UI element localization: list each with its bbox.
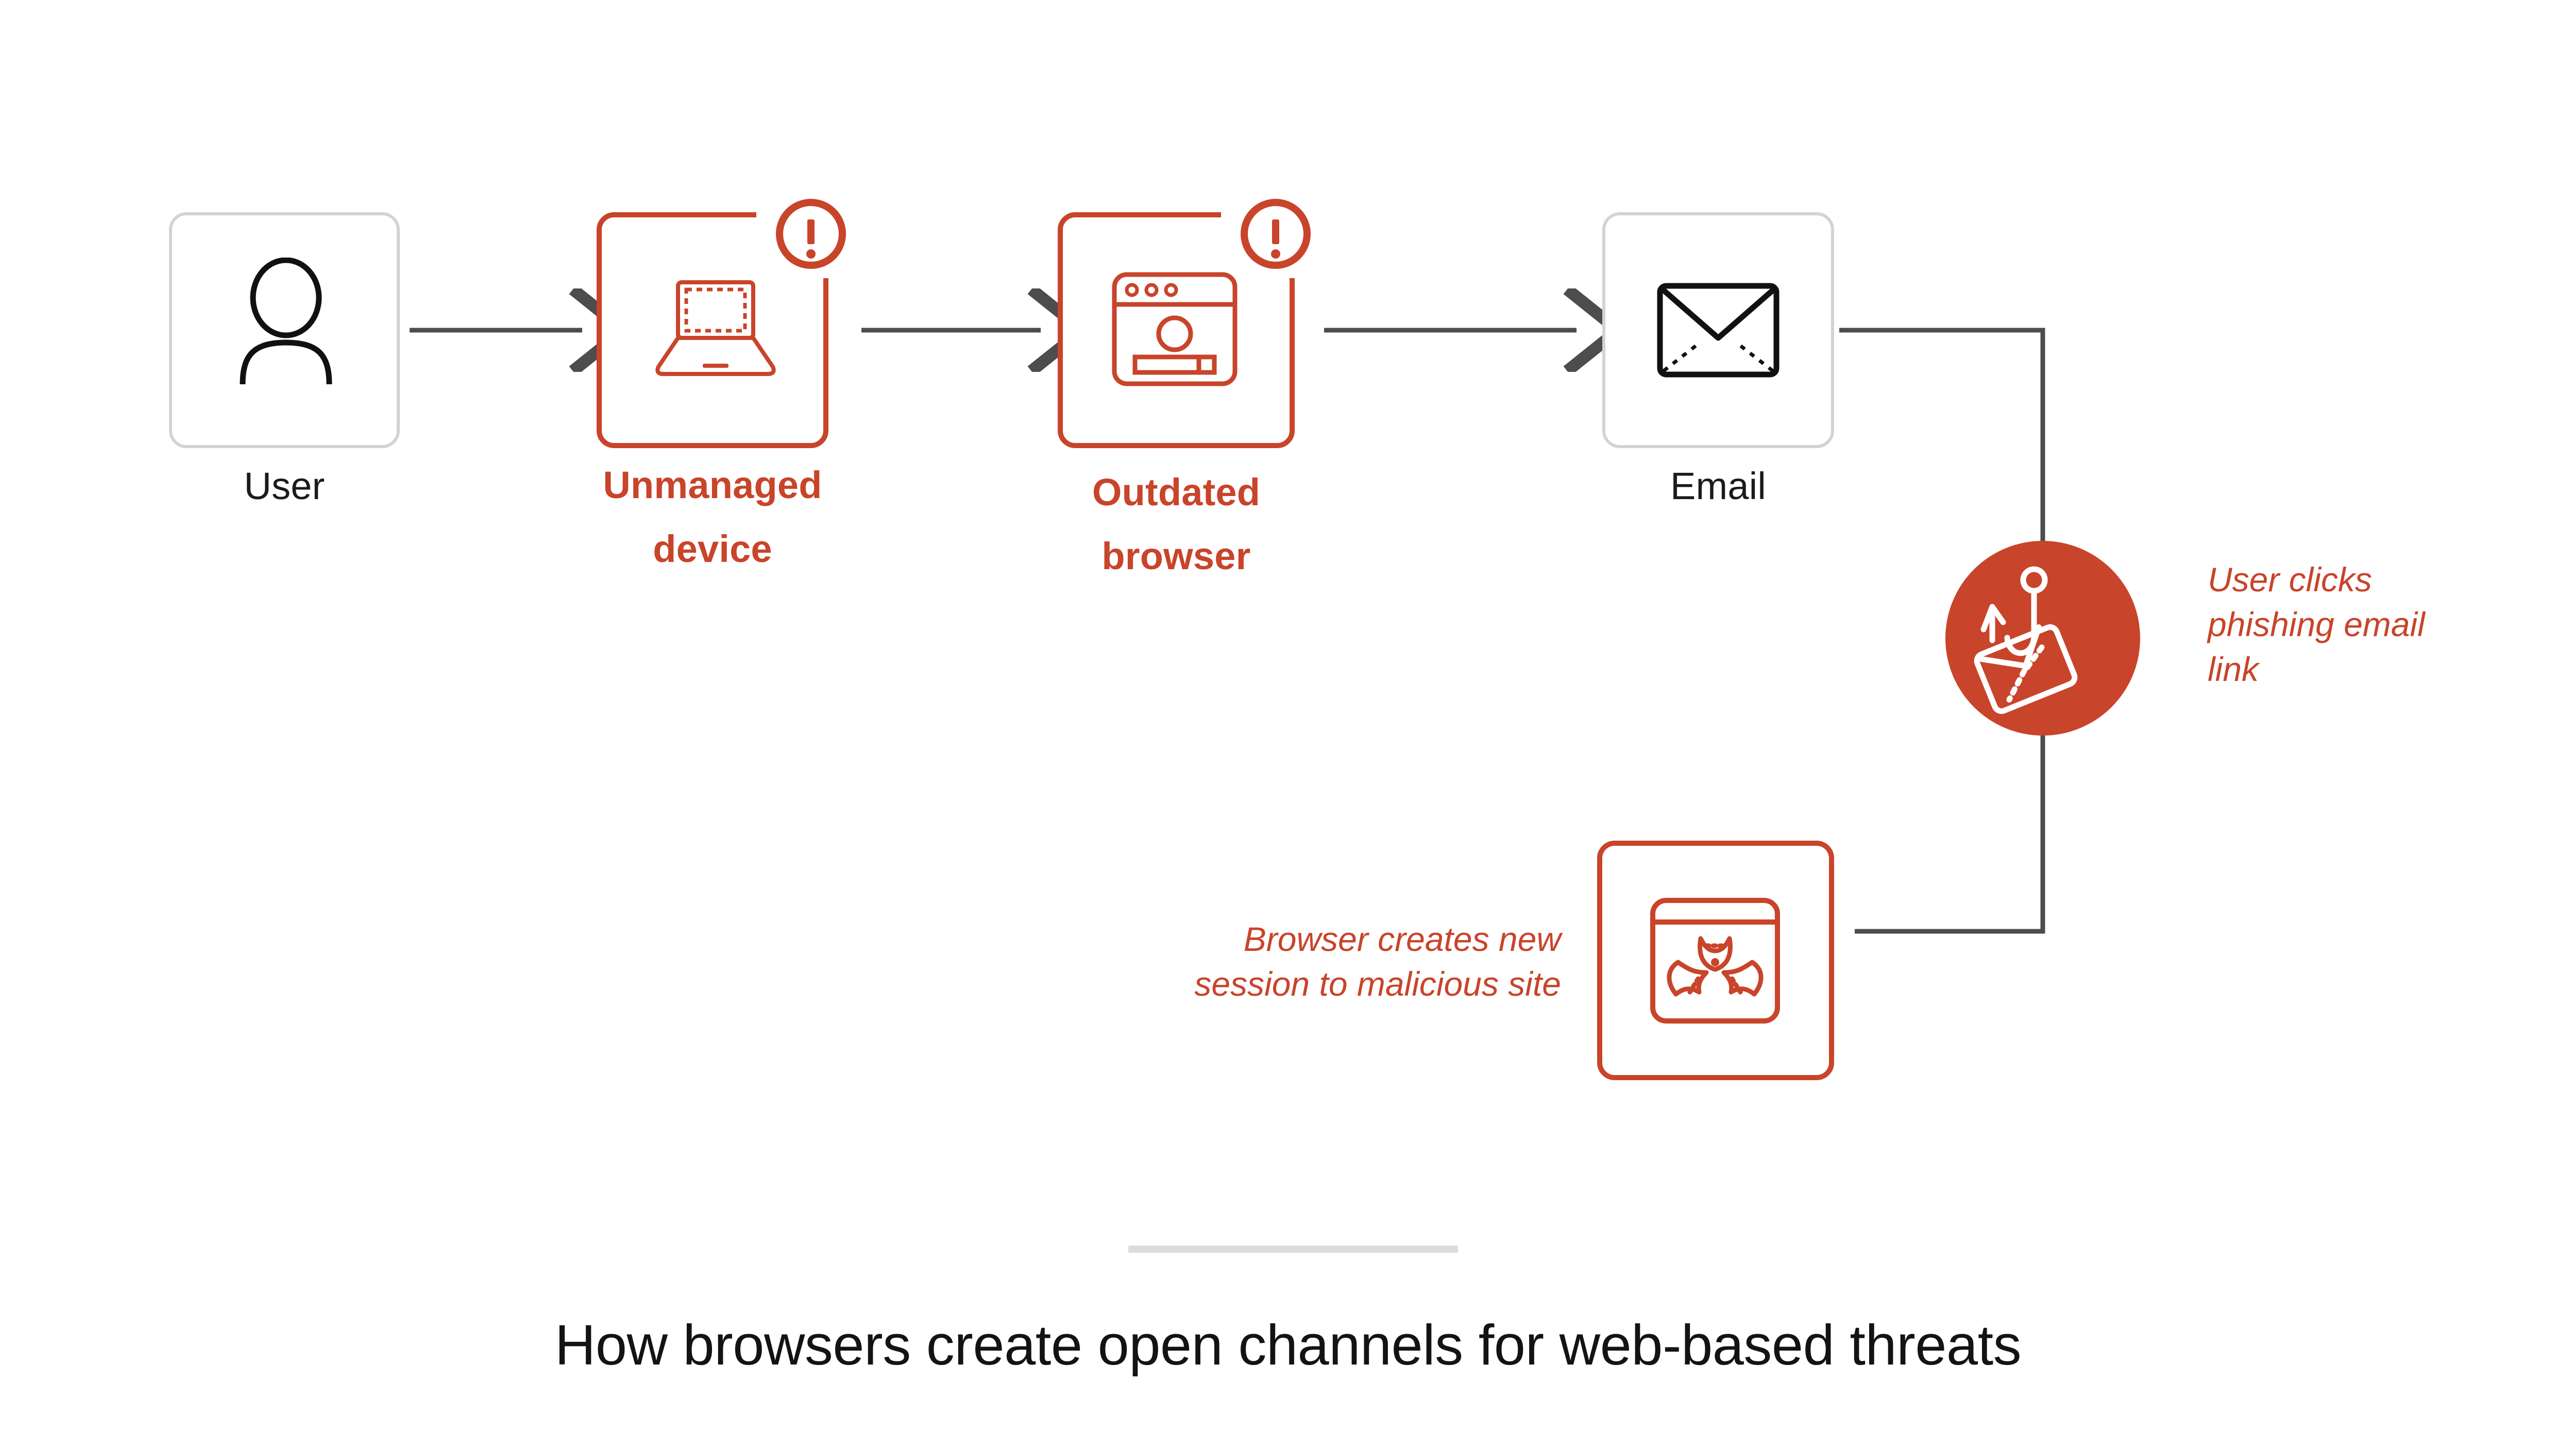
node-email-label: Email (1670, 465, 1767, 507)
phishing-hook-envelope-icon (1945, 541, 2140, 736)
laptop-icon (648, 278, 782, 384)
browser-window-icon (1110, 270, 1239, 391)
badge-dot (806, 249, 816, 259)
node-user-box[interactable] (169, 212, 400, 448)
annotation-phishing-click-line2: phishing email (2208, 605, 2425, 644)
node-email-box[interactable] (1602, 212, 1834, 448)
badge-bang (1272, 219, 1279, 244)
annotation-new-session-line1: Browser creates new (1243, 920, 1561, 958)
annotation-phishing-click: User clicks phishing email link (2208, 557, 2527, 692)
envelope-icon (1656, 282, 1780, 381)
section-divider (1128, 1246, 1458, 1253)
annotation-new-session-line2: session to malicious site (1194, 965, 1561, 1003)
annotation-phishing-click-line1: User clicks (2208, 560, 2372, 599)
person-icon (222, 257, 350, 394)
biohazard-browser-icon (1649, 896, 1782, 1028)
node-user-label: User (244, 465, 325, 507)
node-unmanaged-device-label-line1: Unmanaged (603, 464, 822, 506)
page-title: How browsers create open channels for we… (554, 1314, 2022, 1377)
node-outdated-browser-label-line2: browser (1101, 535, 1251, 577)
node-unmanaged-device-label-line2: device (653, 527, 772, 570)
annotation-new-session: Browser creates new session to malicious… (1005, 917, 1561, 1007)
exclamation-circle-icon-2 (1241, 199, 1311, 269)
badge-bang (807, 219, 815, 244)
badge-dot (1271, 249, 1280, 259)
node-outdated-browser-label-line1: Outdated (1092, 471, 1261, 514)
annotation-phishing-click-line3: link (2208, 650, 2259, 689)
exclamation-circle-icon (776, 199, 846, 269)
